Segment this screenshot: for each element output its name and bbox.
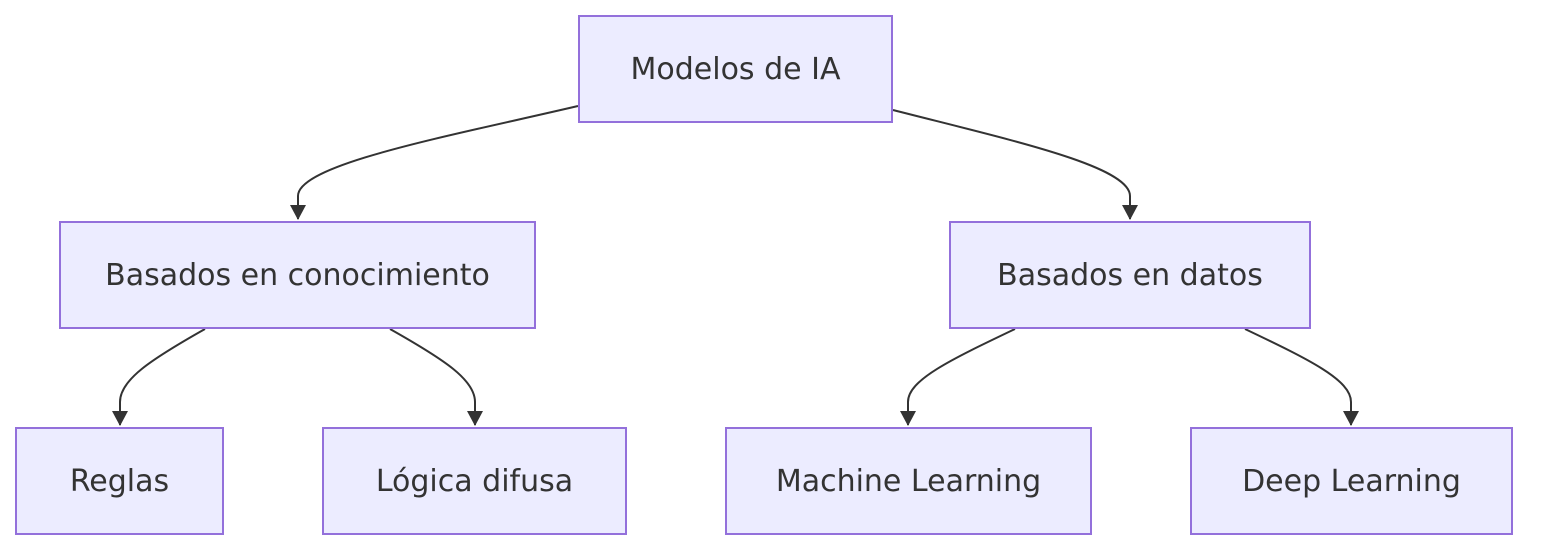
arrowhead-rules-icon	[112, 411, 128, 426]
node-label: Lógica difusa	[375, 463, 574, 499]
edge-data-to-dl	[1244, 328, 1352, 425]
arrowhead-knowledge-icon	[290, 205, 306, 220]
node-label: Modelos de IA	[630, 51, 841, 87]
edge-data-to-ml	[907, 328, 1016, 425]
node-deep-learning: Deep Learning	[1190, 427, 1513, 535]
node-basados-en-conocimiento: Basados en conocimiento	[59, 221, 536, 329]
node-label: Machine Learning	[775, 463, 1042, 499]
edge-root-to-knowledge	[297, 105, 579, 219]
arrowhead-fuzzy-icon	[467, 411, 483, 426]
node-label: Deep Learning	[1242, 463, 1461, 499]
node-label: Reglas	[69, 463, 170, 499]
node-logica-difusa: Lógica difusa	[322, 427, 627, 535]
edge-knowledge-to-rules	[119, 328, 206, 425]
node-label: Basados en datos	[997, 257, 1263, 293]
edge-root-to-data	[892, 109, 1131, 219]
node-reglas: Reglas	[15, 427, 224, 535]
node-machine-learning: Machine Learning	[725, 427, 1092, 535]
node-basados-en-datos: Basados en datos	[949, 221, 1311, 329]
edge-knowledge-to-fuzzy	[389, 328, 476, 425]
node-label: Basados en conocimiento	[105, 257, 490, 293]
arrowhead-ml-icon	[900, 411, 916, 426]
node-modelos-de-ia: Modelos de IA	[578, 15, 893, 123]
arrowhead-dl-icon	[1343, 411, 1359, 426]
arrowhead-data-icon	[1122, 205, 1138, 220]
